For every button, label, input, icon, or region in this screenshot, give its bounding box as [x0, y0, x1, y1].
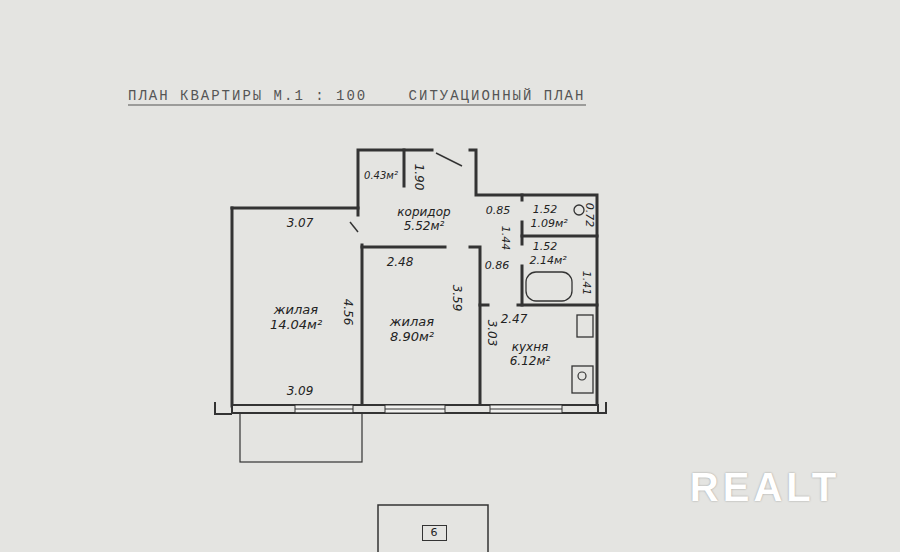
dimension: 3.03	[484, 320, 498, 347]
stove-burner	[578, 372, 586, 380]
outer-wall	[470, 150, 597, 406]
partition-wall	[521, 222, 524, 244]
partition-wall	[521, 195, 524, 200]
dimension: 4.56	[340, 299, 354, 326]
partition-wall	[362, 246, 445, 249]
room-label: 6	[431, 527, 438, 540]
building-outline	[378, 505, 488, 552]
partition-wall	[470, 247, 480, 406]
room-label: кухня 6.12м²	[510, 341, 551, 369]
toilet-area: 1.09м²	[530, 218, 567, 231]
window	[385, 405, 445, 413]
dimension: 1.52	[533, 241, 558, 254]
dimension: 0.86	[485, 260, 510, 273]
room-label: 2.14м²	[529, 255, 566, 268]
washbasin	[574, 205, 584, 215]
heading-underline	[128, 104, 586, 105]
dimension: 1.41	[580, 271, 593, 296]
outer-wall	[231, 208, 234, 406]
stove	[572, 366, 593, 393]
window	[385, 409, 445, 410]
wall-ledge	[215, 402, 232, 414]
window	[490, 405, 562, 413]
dimension: 2.47	[501, 313, 528, 327]
door-swing	[350, 222, 358, 232]
building-number: 6	[422, 525, 447, 542]
outer-bottom-wall	[215, 402, 606, 414]
closet-area: 0.43м²	[364, 170, 398, 182]
dimension: 2.48	[387, 256, 414, 270]
window	[295, 405, 353, 413]
dimension: 3.59	[449, 285, 463, 312]
bathtub	[526, 272, 572, 301]
dimension: 1.90	[411, 164, 425, 191]
outer-wall	[232, 405, 598, 413]
room-area: жилая 8.90м²	[390, 315, 434, 345]
room-label: 1.09м²	[530, 218, 567, 231]
partition-wall	[521, 266, 524, 305]
dimension: 0.72	[583, 203, 596, 228]
outer-wall	[232, 207, 358, 210]
kitchen-sink	[577, 315, 593, 337]
wall-ledge	[597, 402, 606, 413]
bath-area: 2.14м²	[529, 255, 566, 268]
room-label: жилая 14.04м²	[270, 303, 322, 333]
window	[295, 409, 353, 410]
closet-wall	[403, 150, 406, 186]
window	[490, 409, 562, 410]
partition-wall	[518, 304, 597, 307]
dimension: 3.07	[287, 217, 314, 231]
plan-heading: ПЛАН КВАРТИРЫ М.1 : 100	[128, 88, 367, 104]
room-label: 0.43м²	[364, 170, 398, 182]
walls	[232, 150, 597, 406]
corridor-area: коридор 5.52м²	[397, 206, 450, 234]
dimension: 3.09	[287, 385, 314, 399]
balcony	[240, 413, 362, 462]
watermark: REALT	[690, 464, 840, 510]
partition-wall	[522, 235, 597, 238]
partition-wall	[361, 245, 364, 406]
partition-wall	[480, 304, 488, 307]
dimension: 0.85	[486, 205, 511, 218]
room-area: жилая 14.04м²	[270, 303, 322, 333]
sheet-heading: СИТУАЦИОННЫЙ ПЛАН	[409, 88, 586, 104]
dimension: 1.52	[533, 204, 558, 217]
dimension: 1.44	[499, 226, 512, 251]
door-swing	[436, 153, 462, 166]
room-label: коридор 5.52м²	[397, 206, 450, 234]
kitchen-area: кухня 6.12м²	[510, 341, 551, 369]
room-label: жилая 8.90м²	[390, 315, 434, 345]
